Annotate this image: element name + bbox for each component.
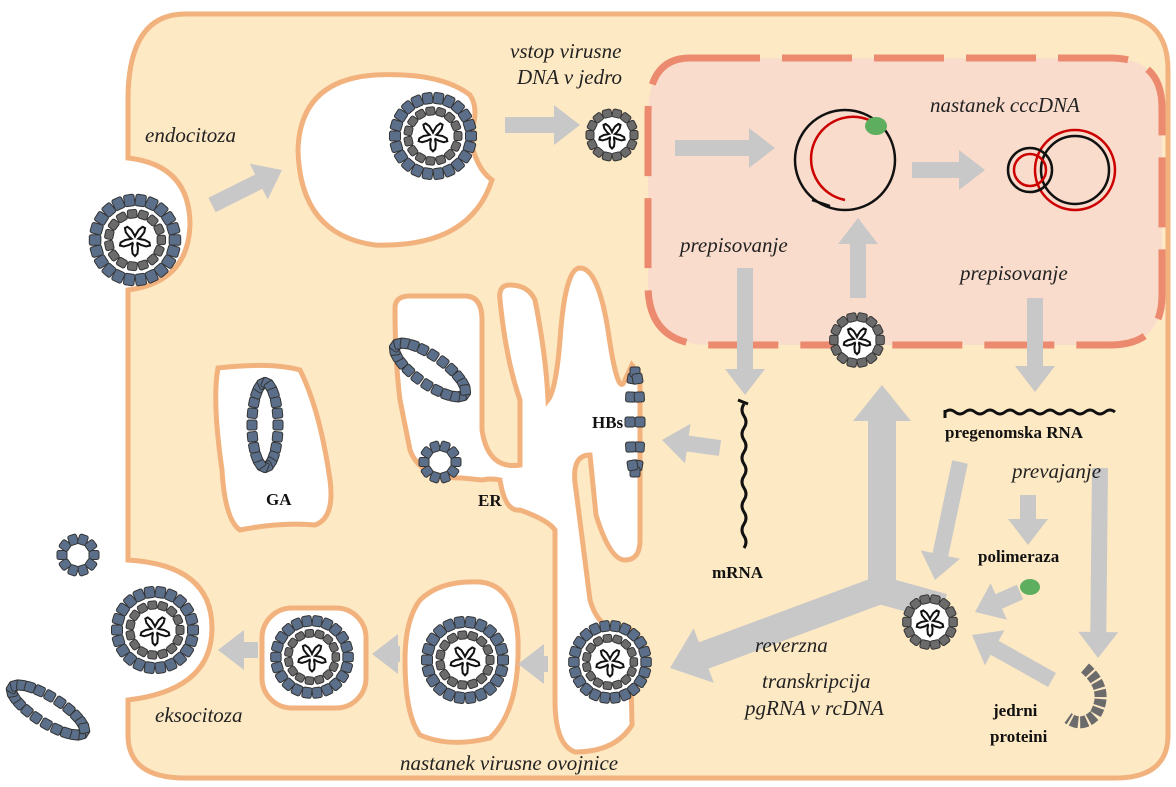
- label-mrna: mRNA: [712, 563, 764, 582]
- label-envelope-formation: nastanek virusne ovojnice: [400, 751, 618, 775]
- polymerase-dot: [1020, 579, 1040, 595]
- virion-entering: [89, 194, 180, 286]
- label-translation: prevajanje: [1010, 459, 1101, 483]
- virion-released: [112, 586, 199, 674]
- virion-in-vesicle: [422, 616, 509, 704]
- label-transcription-left: prepisovanje: [678, 233, 788, 257]
- label-polymerase: polimeraza: [978, 547, 1060, 566]
- label-reverse-3: pgRNA v rcDNA: [743, 696, 884, 720]
- label-transcription-right: prepisovanje: [958, 261, 1068, 285]
- subviral-sphere-released: [57, 534, 99, 577]
- label-core-proteins-1: jedrni: [992, 701, 1038, 720]
- label-entry-line2: DNA v jedro: [516, 65, 622, 89]
- capsid-assembling: [903, 594, 958, 649]
- capsid-at-nucleus: [586, 109, 638, 162]
- label-pregenomic-rna: pregenomska RNA: [945, 423, 1084, 442]
- polymerase-dot-nucleus: [865, 117, 887, 135]
- label-exocytosis: eksocitoza: [155, 703, 242, 727]
- virion-in-exovesicle: [271, 615, 354, 698]
- capsid-mature: [830, 312, 885, 367]
- virion-budding-er: [569, 620, 652, 703]
- label-cccdna: nastanek cccDNA: [930, 93, 1080, 117]
- label-hbs: HBs: [592, 413, 624, 432]
- subviral-filament-released: [0, 670, 98, 751]
- label-reverse-1: reverzna: [755, 633, 828, 657]
- label-reverse-2: transkripcija: [762, 669, 871, 693]
- label-ga: GA: [266, 490, 292, 509]
- label-entry-line1: vstop virusne: [510, 39, 621, 63]
- virion-in-endosome: [390, 92, 477, 180]
- label-er: ER: [478, 491, 502, 510]
- label-endocytosis: endocitoza: [145, 123, 236, 147]
- label-core-proteins-2: proteini: [990, 727, 1048, 746]
